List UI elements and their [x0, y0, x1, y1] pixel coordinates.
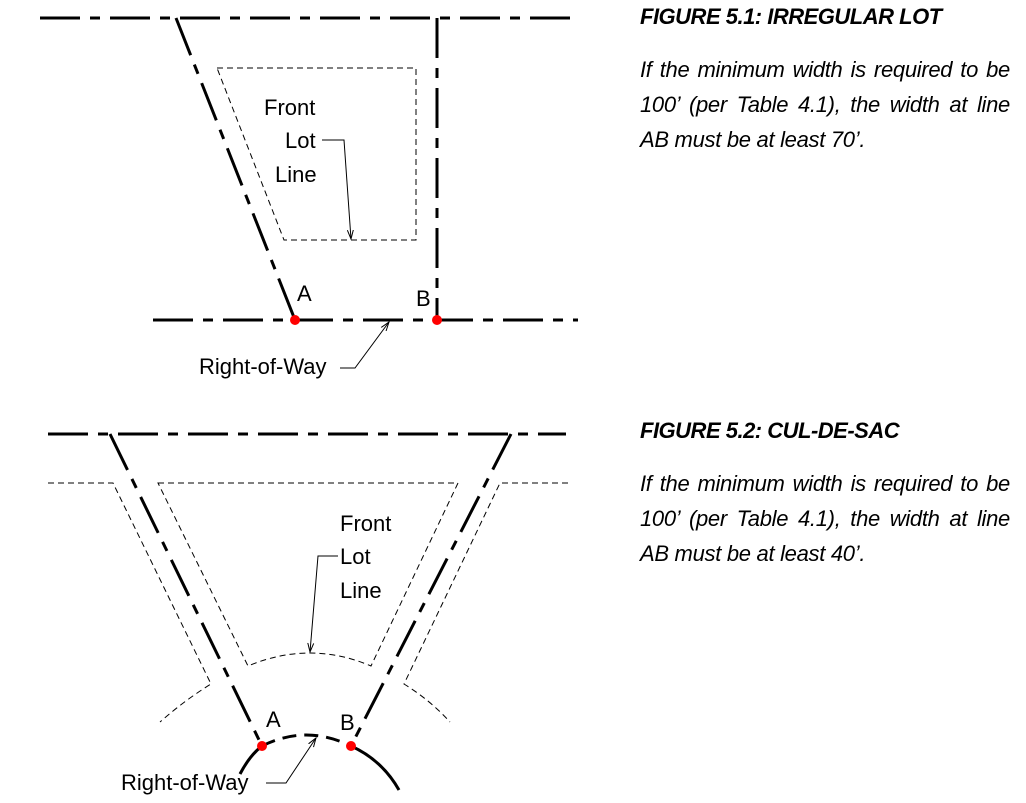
- right-of-way-leader: [266, 738, 316, 784]
- lot-label: Lot: [285, 128, 316, 153]
- cul-de-sac-row-right: [350, 744, 401, 791]
- figure-5-2-description: If the minimum width is required to be 1…: [640, 471, 1010, 566]
- cul-de-sac-row-between: [261, 733, 352, 748]
- right-of-way-label: Right-of-Way: [199, 354, 327, 379]
- front-lot-line-leader: [310, 555, 338, 652]
- side-lot-line-left: [108, 433, 264, 747]
- point-b-marker: [346, 741, 356, 751]
- adjacent-setback-left: [48, 482, 212, 723]
- point-a-label: A: [266, 707, 281, 732]
- side-lot-line-right: [349, 433, 513, 747]
- lot-label: Lot: [340, 544, 371, 569]
- right-of-way-leader: [340, 322, 389, 369]
- figure-5-1-caption: FIGURE 5.1: IRREGULAR LOT If the minimum…: [640, 4, 1010, 157]
- point-a-marker: [290, 315, 300, 325]
- figure-irregular-lot: Front Lot Line A B Right-of-Way: [40, 16, 578, 379]
- side-lot-line-left: [174, 17, 297, 321]
- figure-cul-de-sac: Front Lot Line A B Right-of-Way: [48, 432, 568, 795]
- line-label: Line: [275, 162, 317, 187]
- figure-5-2-title: FIGURE 5.2: CUL-DE-SAC: [640, 418, 900, 443]
- figure-5-1-title: FIGURE 5.1: IRREGULAR LOT: [640, 4, 942, 29]
- figure-5-1-description: If the minimum width is required to be 1…: [640, 57, 1010, 152]
- figure-5-2-caption: FIGURE 5.2: CUL-DE-SAC If the minimum wi…: [640, 418, 1010, 571]
- building-setback-outline: [157, 482, 459, 667]
- point-b-label: B: [416, 286, 431, 311]
- point-b-label: B: [340, 710, 355, 735]
- point-a-marker: [257, 741, 267, 751]
- front-label: Front: [340, 511, 391, 536]
- point-a-label: A: [297, 281, 312, 306]
- front-label: Front: [264, 95, 315, 120]
- right-of-way-label: Right-of-Way: [121, 770, 249, 795]
- adjacent-setback-right: [403, 482, 568, 723]
- front-lot-line-leader: [322, 139, 351, 239]
- line-label: Line: [340, 578, 382, 603]
- building-setback-outline: [216, 67, 417, 241]
- point-b-marker: [432, 315, 442, 325]
